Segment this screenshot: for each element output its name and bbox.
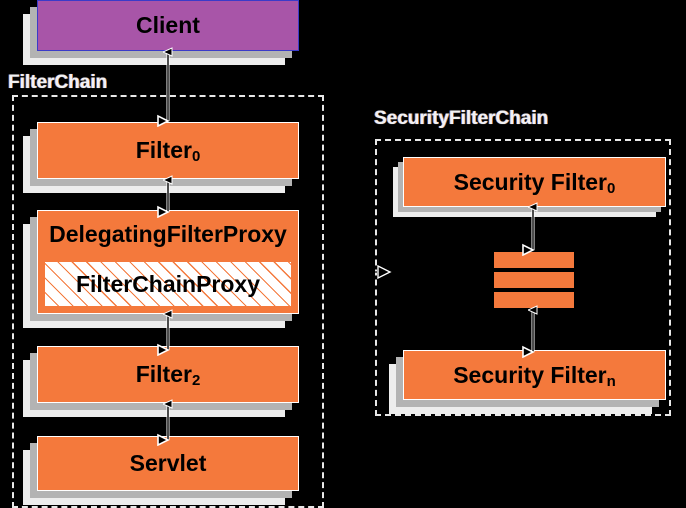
node-delegating-filter-proxy-label: DelegatingFilterProxy (49, 221, 287, 247)
security-filter-ellipsis-bars (494, 252, 574, 308)
node-delegating-filter-proxy[interactable]: DelegatingFilterProxy FilterChainProxy (23, 210, 299, 328)
node-security-filter0-label: Security Filter (453, 168, 608, 195)
node-security-filter-n-label: Security Filter (453, 361, 607, 388)
node-servlet[interactable]: Servlet (23, 436, 299, 505)
node-client[interactable]: Client (23, 0, 299, 65)
node-servlet-face: Servlet (37, 436, 299, 491)
node-filter-chain-proxy-label: FilterChainProxy (75, 270, 261, 297)
node-security-filter-n-subscript: n (606, 372, 616, 390)
node-filter-chain-proxy[interactable]: FilterChainProxy (44, 261, 292, 307)
node-client-label: Client (136, 12, 200, 38)
node-filter2-label: Filter (135, 361, 192, 387)
node-delegating-filter-proxy-face: DelegatingFilterProxy FilterChainProxy (37, 210, 299, 314)
group-securityfilterchain (375, 139, 671, 416)
node-filter2-subscript: 2 (191, 372, 201, 389)
node-filter0-subscript: 0 (191, 148, 201, 165)
group-label-securityfilterchain: SecurityFilterChain (374, 108, 549, 129)
group-label-filterchain: FilterChain (8, 72, 108, 93)
ellipsis-bar-1 (494, 252, 574, 268)
ellipsis-bar-2 (494, 272, 574, 288)
node-client-face: Client (37, 0, 299, 51)
ellipsis-bar-3 (494, 292, 574, 308)
node-filter0-label: Filter (135, 137, 192, 163)
node-servlet-label: Servlet (129, 450, 207, 476)
node-security-filter0-subscript: 0 (607, 179, 616, 197)
